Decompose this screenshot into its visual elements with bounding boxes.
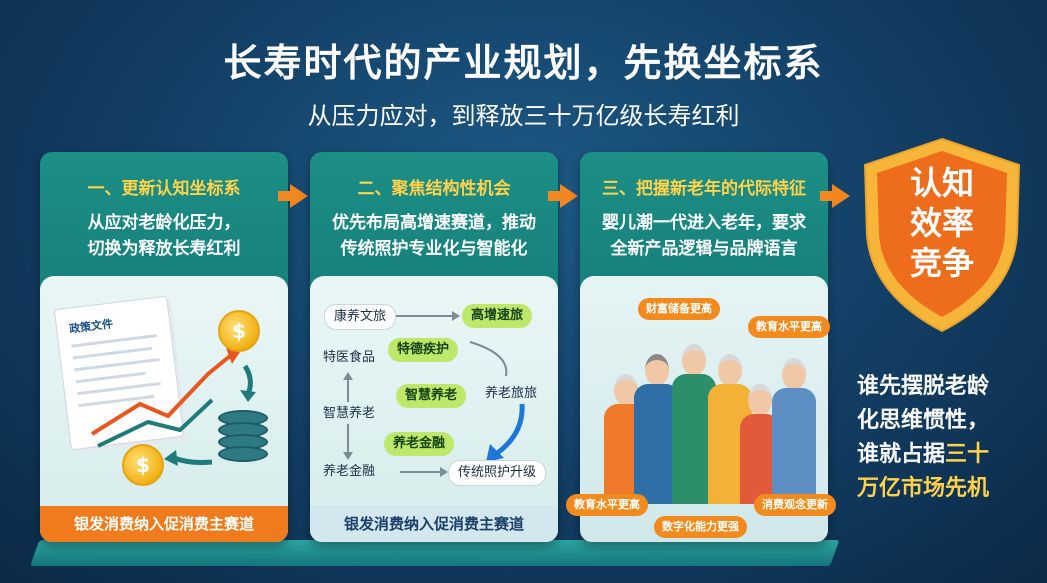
conclusion-text: 谁先摆脱老龄 化思维惯性， 谁就占据三十 万亿市场先机 — [857, 370, 1037, 506]
desc-line: 从应对老龄化压力， — [87, 213, 241, 233]
person-figure — [772, 358, 816, 504]
flow-arrows — [343, 311, 525, 477]
track-node: 康养文旅 — [324, 304, 397, 330]
track-node: 特医食品 — [323, 350, 376, 365]
senior-people-group — [590, 324, 818, 504]
illustration-area: 政策文件 $ $ 银发消费纳入促消费主赛道 — [40, 276, 288, 542]
track-node: 传统照护升级 — [448, 460, 547, 486]
person-body — [772, 388, 816, 504]
page-title: 长寿时代的产业规划，先换坐标系 — [223, 41, 824, 85]
conclusion-line: 化思维惯性， — [857, 408, 990, 433]
feature-bubble: 教育水平更高 — [566, 494, 648, 516]
shield-text: 认知 效率 竞争 — [857, 163, 1027, 283]
track-node: 智慧养老 — [396, 384, 467, 408]
panel-description: 婴儿潮一代进入老年，要求 全新产品逻辑与品牌语言 — [590, 210, 818, 262]
feature-bubble: 教育水平更高 — [748, 316, 830, 338]
panel-description: 优先布局高增速赛道，推动 传统照护专业化与智能化 — [320, 210, 548, 262]
person-head — [682, 344, 706, 376]
feature-bubble: 财富储备更高 — [638, 298, 720, 320]
panel-update-cognition: 一、更新认知坐标系 从应对老龄化压力， 切换为释放长寿红利 政策文件 $ $ — [40, 152, 288, 542]
desc-line: 传统照护专业化与智能化 — [340, 239, 528, 259]
track-node: 特德疾护 — [388, 338, 459, 362]
shield-line: 竞争 — [909, 244, 974, 282]
shield-badge: 认知 效率 竞争 — [857, 135, 1027, 335]
panel-footer: 银发消费纳入促消费主赛道 — [40, 506, 288, 542]
panel-structural-opportunity: 二、聚焦结构性机会 优先布局高增速赛道，推动 传统照护专业化与智能化 康养文旅 … — [310, 152, 558, 542]
track-node: 高增速旅 — [462, 304, 533, 328]
person-head — [645, 354, 669, 386]
conclusion-highlight: 三十 — [945, 442, 990, 467]
panel-heading: 二、聚焦结构性机会 — [357, 179, 511, 199]
base-platform — [30, 540, 840, 566]
desc-line: 切换为释放长寿红利 — [87, 239, 241, 259]
desc-line: 婴儿潮一代进入老年，要求 — [602, 213, 806, 233]
panel-generation-features: 三、把握新老年的代际特征 婴儿潮一代进入老年，要求 全新产品逻辑与品牌语言 — [580, 152, 828, 542]
person-head — [748, 384, 772, 416]
panel-heading: 三、把握新老年的代际特征 — [602, 179, 806, 199]
arrow-right-icon — [278, 184, 308, 208]
conclusion-line: 谁就占据三十 — [857, 438, 1037, 472]
feature-bubble: 数字化能力更强 — [654, 516, 747, 538]
shield-icon — [863, 137, 1021, 333]
track-node: 养老旅旅 — [485, 386, 538, 401]
growth-chart-icon — [90, 348, 256, 466]
track-flow-diagram: 康养文旅 高增速旅 特医食品 特德疾护 智慧养老 养老旅旅 智慧养老 养老金融 … — [310, 276, 558, 542]
panel-description: 从应对老龄化压力， 切换为释放长寿红利 — [50, 210, 278, 262]
conclusion-line: 万亿市场先机 — [857, 476, 990, 501]
track-node: 智慧养老 — [323, 406, 376, 421]
track-node: 养老金融 — [323, 464, 376, 479]
dollar-coin-icon: $ — [122, 444, 164, 486]
conclusion-text-normal: 谁就占据 — [857, 442, 946, 467]
panel-heading: 一、更新认知坐标系 — [87, 179, 241, 199]
person-head — [782, 358, 806, 390]
database-stack-icon — [218, 446, 268, 462]
feature-bubble: 消费观念更新 — [754, 494, 836, 516]
desc-line: 优先布局高增速赛道，推动 — [332, 213, 536, 233]
arrow-right-icon — [548, 184, 578, 208]
shield-line: 认知 — [909, 164, 974, 202]
track-node: 养老金融 — [384, 432, 455, 456]
person-head — [718, 354, 742, 386]
panel-footer: 银发消费纳入促消费主赛道 — [310, 506, 558, 542]
shield-line: 效率 — [909, 204, 974, 242]
conclusion-line: 谁先摆脱老龄 — [857, 374, 990, 399]
desc-line: 全新产品逻辑与品牌语言 — [610, 239, 798, 259]
arrow-right-icon — [820, 184, 850, 208]
dollar-coin-icon: $ — [218, 310, 260, 352]
page-subtitle: 从压力应对，到释放三十万亿级长寿红利 — [307, 102, 740, 130]
